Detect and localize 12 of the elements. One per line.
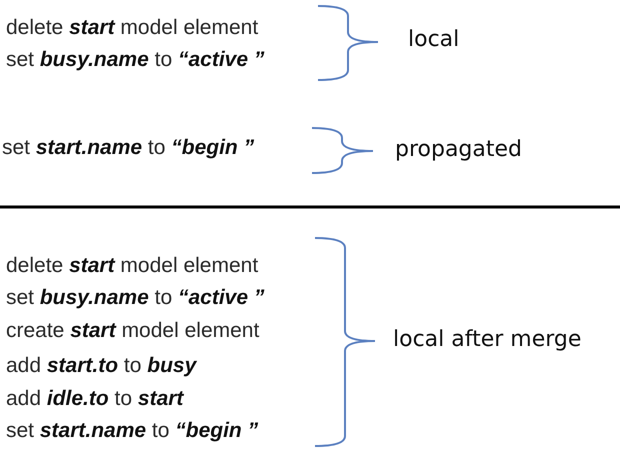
change-statement: add start.to to busy <box>6 353 196 379</box>
group-label: propagated <box>395 136 522 164</box>
change-statement: set busy.name to “active ” <box>6 47 264 73</box>
change-statement: create start model element <box>6 318 260 344</box>
change-statement: delete start model element <box>6 253 258 279</box>
group-label: local <box>408 26 460 54</box>
change-statement: set start.name to “begin ” <box>2 135 254 161</box>
group-label: local after merge <box>393 326 582 354</box>
change-statement: add idle.to to start <box>6 386 184 412</box>
change-statement: delete start model element <box>6 15 258 41</box>
change-statement: set start.name to “begin ” <box>6 418 258 444</box>
change-statement: set busy.name to “active ” <box>6 285 264 311</box>
